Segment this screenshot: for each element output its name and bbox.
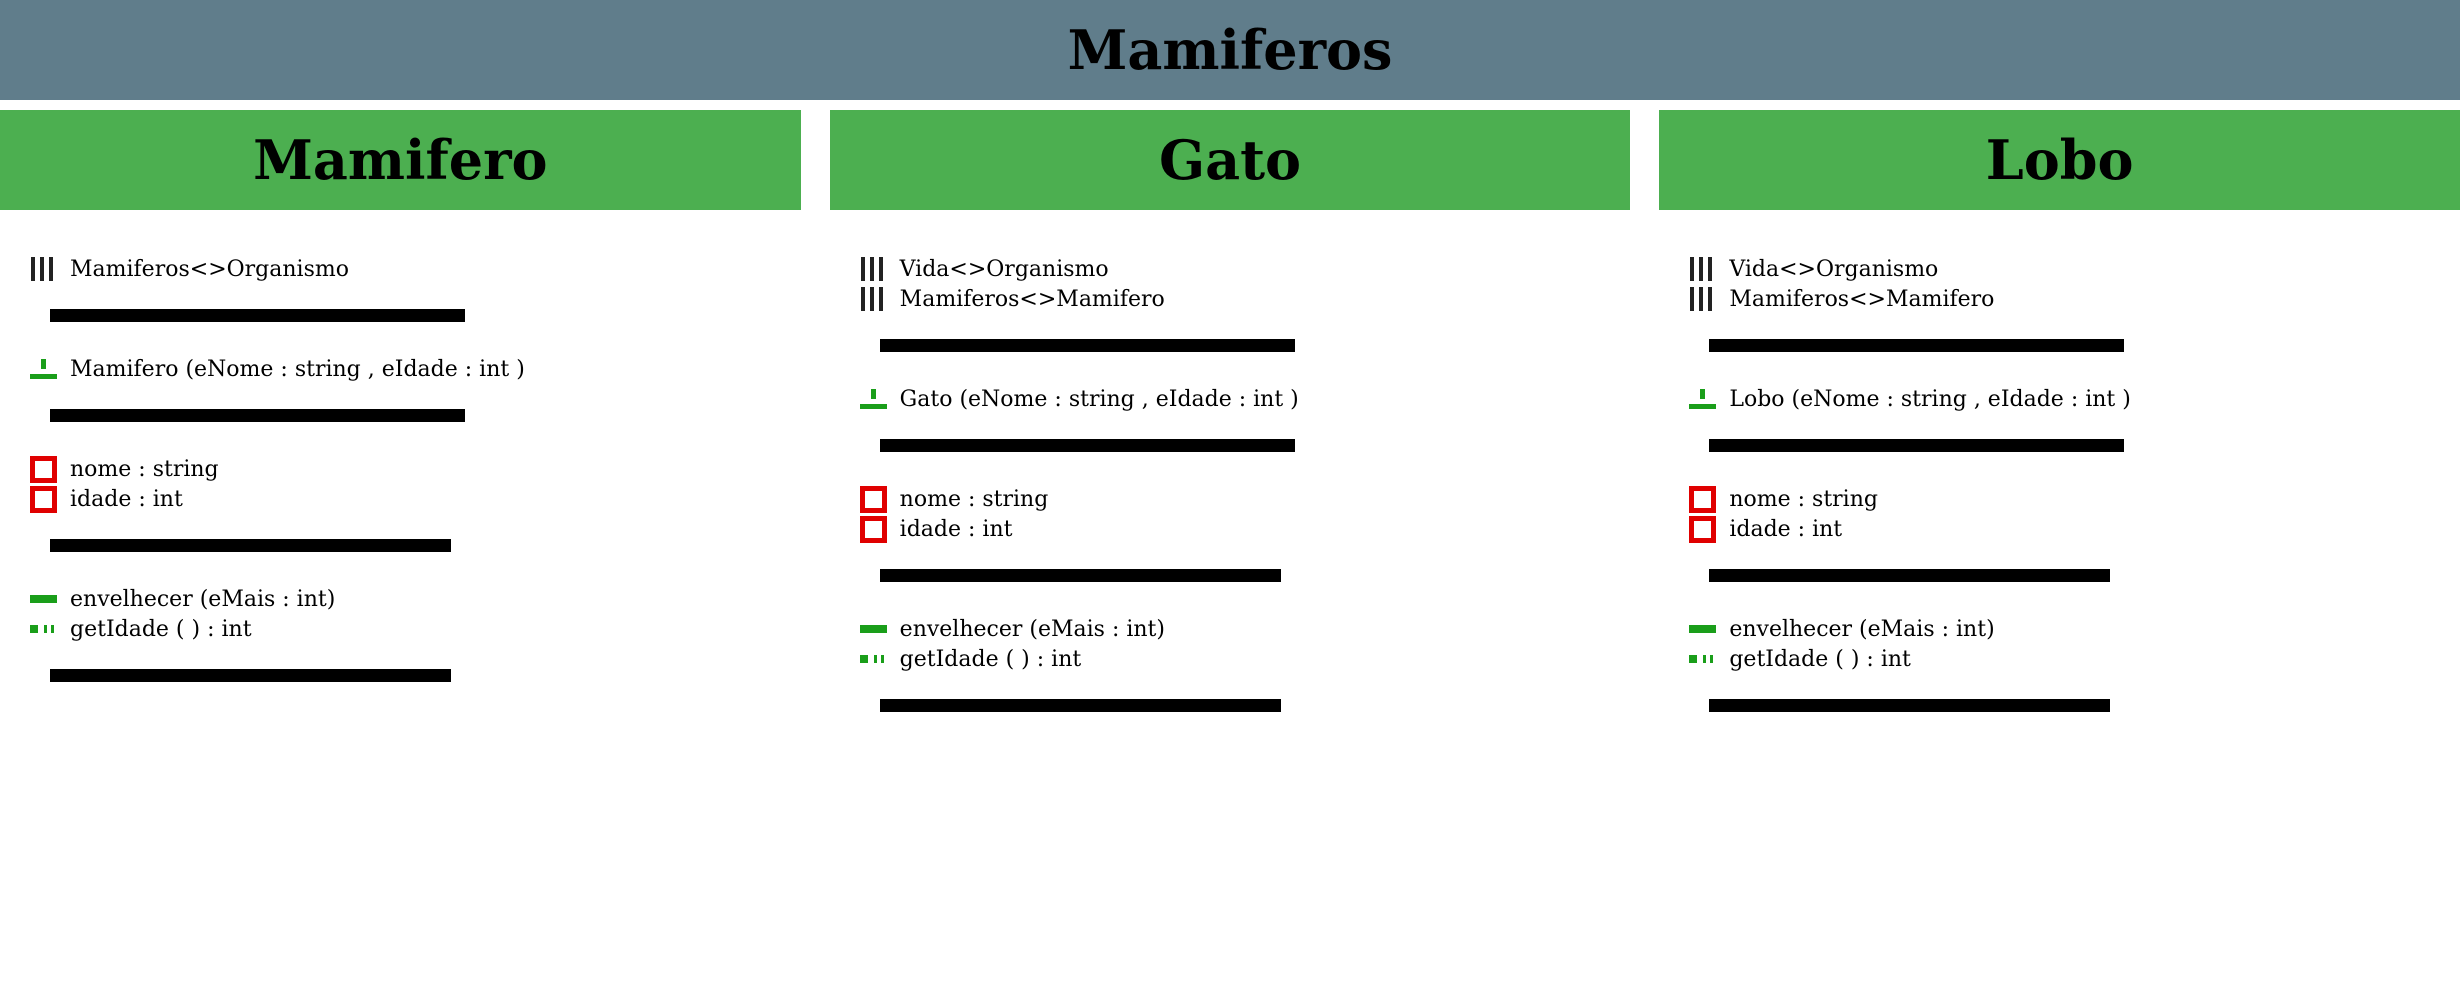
public-getter-method-icon xyxy=(30,614,70,644)
method-text: envelhecer (eMais : int) xyxy=(899,616,1165,642)
public-getter-method-icon xyxy=(859,644,900,674)
class-body: Vida<>Organismo Mamiferos<>Mamifero Gato… xyxy=(830,210,1631,712)
method-row: envelhecer (eMais : int) xyxy=(830,614,1631,644)
relation-bars-icon xyxy=(30,254,70,284)
relation-bars-icon xyxy=(860,254,900,284)
diagram-header: Mamiferos xyxy=(0,0,2460,100)
attribute-text: nome : string xyxy=(899,486,1049,512)
method-row: getIdade ( ) : int xyxy=(0,614,801,644)
relation-bars-icon xyxy=(860,284,900,314)
constructor-row: Mamifero (eNome : string , eIdade : int … xyxy=(0,354,801,384)
private-attribute-icon xyxy=(1689,514,1729,544)
public-method-icon xyxy=(1689,614,1729,644)
section-divider xyxy=(879,569,1281,582)
method-text: getIdade ( ) : int xyxy=(899,646,1082,672)
attribute-row: idade : int xyxy=(0,484,801,514)
public-method-icon xyxy=(30,584,70,614)
public-getter-method-icon xyxy=(1689,644,1729,674)
class-box-mamifero: Mamifero Mamiferos<>Organismo Mamifero (… xyxy=(0,110,801,712)
public-method-icon xyxy=(859,614,900,644)
relation-text: Vida<>Organismo xyxy=(899,256,1109,282)
section-divider xyxy=(50,409,465,422)
attribute-text: nome : string xyxy=(1729,486,1878,512)
relation-row: Mamiferos<>Mamifero xyxy=(1659,284,2460,314)
attribute-row: nome : string xyxy=(830,484,1631,514)
class-box-lobo: Lobo Vida<>Organismo Mamiferos<>Mamifero xyxy=(1659,110,2460,712)
constructor-text: Lobo (eNome : string , eIdade : int ) xyxy=(1729,386,2131,412)
private-attribute-icon xyxy=(30,484,70,514)
section-divider xyxy=(1709,569,2111,582)
attribute-text: idade : int xyxy=(70,486,183,512)
relation-bars-icon xyxy=(1689,254,1729,284)
attribute-row: nome : string xyxy=(0,454,801,484)
relation-text: Mamiferos<>Organismo xyxy=(70,256,349,282)
section-divider xyxy=(50,309,465,322)
relation-row: Vida<>Organismo xyxy=(1659,254,2460,284)
diagram-title: Mamiferos xyxy=(1067,18,1393,82)
method-text: getIdade ( ) : int xyxy=(1729,646,1911,672)
method-row: getIdade ( ) : int xyxy=(830,644,1631,674)
relation-text: Mamiferos<>Mamifero xyxy=(899,286,1165,312)
relation-text: Mamiferos<>Mamifero xyxy=(1729,286,1995,312)
section-divider xyxy=(50,539,451,552)
section-divider xyxy=(1709,339,2125,352)
method-row: getIdade ( ) : int xyxy=(1659,644,2460,674)
relation-row: Mamiferos<>Mamifero xyxy=(830,284,1631,314)
constructor-text: Mamifero (eNome : string , eIdade : int … xyxy=(70,356,525,382)
private-attribute-icon xyxy=(859,514,900,544)
relation-bars-icon xyxy=(1689,284,1729,314)
private-attribute-icon xyxy=(1689,484,1729,514)
constructor-row: Gato (eNome : string , eIdade : int ) xyxy=(830,384,1631,414)
class-columns: Mamifero Mamiferos<>Organismo Mamifero (… xyxy=(0,110,2460,712)
section-divider xyxy=(879,339,1295,352)
class-name: Lobo xyxy=(1985,128,2134,192)
class-title: Gato xyxy=(829,110,1631,210)
class-body: Mamiferos<>Organismo Mamifero (eNome : s… xyxy=(0,210,801,682)
attribute-text: idade : int xyxy=(1729,516,1843,542)
method-row: envelhecer (eMais : int) xyxy=(1659,614,2460,644)
relation-text: Vida<>Organismo xyxy=(1729,256,1939,282)
constructor-icon xyxy=(1689,384,1729,414)
method-row: envelhecer (eMais : int) xyxy=(0,584,801,614)
constructor-icon xyxy=(859,384,900,414)
section-divider xyxy=(1709,439,2125,452)
relation-row: Vida<>Organismo xyxy=(830,254,1631,284)
class-title: Lobo xyxy=(1659,110,2460,210)
class-name: Mamifero xyxy=(253,128,548,192)
constructor-icon xyxy=(30,354,70,384)
section-divider xyxy=(50,669,451,682)
constructor-text: Gato (eNome : string , eIdade : int ) xyxy=(899,386,1299,412)
section-divider xyxy=(879,699,1281,712)
method-text: getIdade ( ) : int xyxy=(70,616,252,642)
relation-row: Mamiferos<>Organismo xyxy=(0,254,801,284)
attribute-row: idade : int xyxy=(1659,514,2460,544)
attribute-row: nome : string xyxy=(1659,484,2460,514)
private-attribute-icon xyxy=(859,484,900,514)
attribute-text: nome : string xyxy=(70,456,219,482)
class-name: Gato xyxy=(1158,128,1302,192)
class-title: Mamifero xyxy=(0,110,801,210)
private-attribute-icon xyxy=(30,454,70,484)
section-divider xyxy=(1709,699,2111,712)
class-body: Vida<>Organismo Mamiferos<>Mamifero Lobo… xyxy=(1659,210,2460,712)
attribute-text: idade : int xyxy=(899,516,1013,542)
section-divider xyxy=(879,439,1295,452)
method-text: envelhecer (eMais : int) xyxy=(70,586,336,612)
class-box-gato: Gato Vida<>Organismo Mamiferos<>Mamifero xyxy=(829,110,1631,712)
method-text: envelhecer (eMais : int) xyxy=(1729,616,1995,642)
attribute-row: idade : int xyxy=(830,514,1631,544)
constructor-row: Lobo (eNome : string , eIdade : int ) xyxy=(1659,384,2460,414)
